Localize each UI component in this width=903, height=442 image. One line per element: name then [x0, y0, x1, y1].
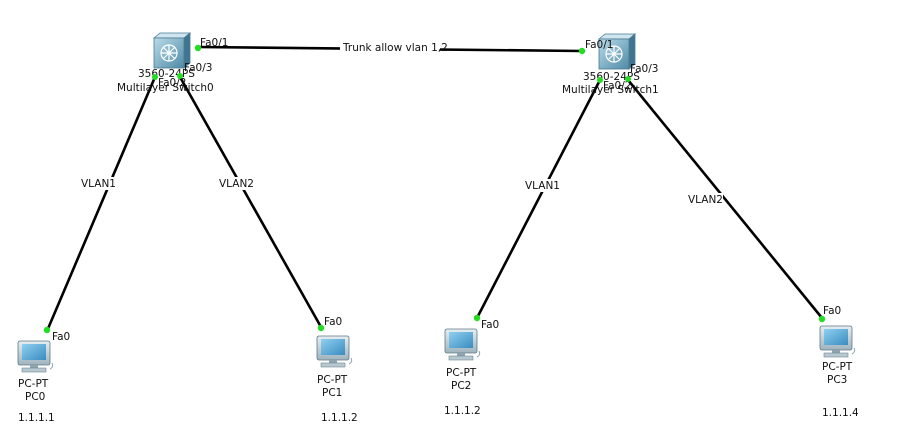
pc-icon — [17, 340, 54, 373]
multilayer-switch-icon — [152, 32, 192, 69]
pc2-name: PC2 — [451, 380, 471, 392]
link-sw1-pc2[interactable] — [475, 79, 602, 319]
pc2-model: PC-PT — [446, 367, 477, 379]
pc1-port: Fa0 — [324, 316, 342, 328]
pc3-model: PC-PT — [822, 361, 853, 373]
trunk-label-bg — [340, 40, 440, 54]
pc1-model: PC-PT — [317, 374, 348, 386]
port-indicator — [625, 76, 631, 82]
vlan-label-bg — [524, 179, 560, 192]
link-sw0-pc0[interactable] — [45, 76, 157, 332]
link-sw0-pc1[interactable] — [178, 76, 323, 328]
pc1-name: PC1 — [322, 387, 342, 399]
trunk-label: Trunk allow vlan 1,2 — [342, 42, 448, 54]
pc0-name: PC0 — [25, 391, 45, 403]
pc0-model: PC-PT — [18, 378, 49, 390]
pc-icon — [444, 328, 481, 361]
pc3-ip: 1.1.1.4 — [822, 407, 859, 419]
pc1[interactable]: PC-PT PC1 — [316, 335, 353, 399]
port-indicator — [473, 314, 481, 322]
port-indicator — [43, 326, 51, 334]
port-indicator — [317, 324, 325, 332]
switch1-name: Multilayer Switch1 — [562, 84, 659, 96]
port-indicator — [194, 44, 202, 52]
switch0-port-fa03: Fa0/3 — [184, 62, 212, 74]
port-indicator — [177, 73, 183, 79]
pc0[interactable]: PC-PT PC0 — [17, 340, 54, 403]
pc-icon — [819, 325, 856, 358]
vlan-label-bg — [80, 177, 116, 190]
pc0-ip: 1.1.1.1 — [18, 412, 55, 424]
switch1-port-fa02: Fa0/2 — [603, 80, 631, 92]
pc2[interactable]: PC-PT PC2 — [444, 328, 481, 392]
pc-icon — [316, 335, 353, 368]
pc3[interactable]: PC-PT PC3 — [819, 325, 856, 386]
link-sw1-pc3[interactable] — [626, 79, 824, 319]
link-label-sw1-pc2: VLAN1 — [525, 180, 560, 192]
vlan-label-bg — [218, 177, 254, 190]
multilayer-switch1[interactable]: 3560-24PS Multilayer Switch1 — [562, 33, 659, 96]
pc0-port: Fa0 — [52, 331, 70, 343]
port-indicator — [597, 77, 603, 83]
port-indicator — [152, 74, 158, 80]
pc3-port: Fa0 — [823, 305, 841, 317]
link-label-sw1-pc3: VLAN2 — [688, 194, 723, 206]
link-label-sw0-pc0: VLAN1 — [81, 178, 116, 190]
port-indicator — [818, 315, 826, 323]
port-indicator — [578, 47, 586, 55]
switch0-port-fa02: Fa0/2 — [158, 77, 186, 89]
link-label-sw0-pc1: VLAN2 — [219, 178, 254, 190]
pc2-port: Fa0 — [481, 319, 499, 331]
switch1-port-fa03: Fa0/3 — [630, 63, 658, 75]
switch0-name: Multilayer Switch0 — [117, 82, 214, 94]
vlan-label-bg — [687, 193, 723, 206]
switch1-port-trunk: Fa0/1 — [585, 39, 613, 51]
pc1-ip: 1.1.1.2 — [321, 412, 358, 424]
switch0-port-trunk: Fa0/1 — [200, 37, 228, 49]
pc3-name: PC3 — [827, 374, 847, 386]
multilayer-switch-icon — [597, 33, 637, 70]
pc2-ip: 1.1.1.2 — [444, 405, 481, 417]
